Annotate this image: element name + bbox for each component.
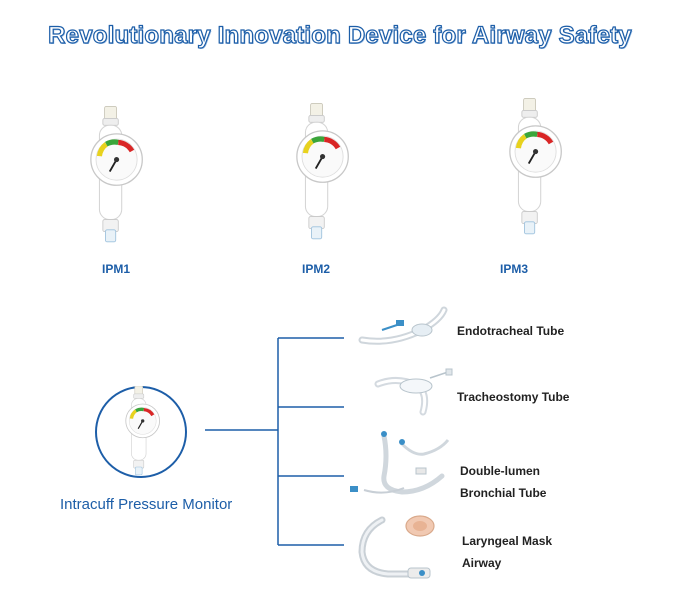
page-title: Revolutionary Innovation Device for Airw… <box>48 21 633 49</box>
tracheostomy-tube-image <box>374 368 453 416</box>
monitor-device-image <box>124 386 162 476</box>
tube-label-double-lumen-line2: Bronchial Tube <box>460 486 547 500</box>
model-label-ipm1: IPM1 <box>102 262 131 276</box>
endotracheal-tube-image <box>358 306 448 345</box>
model-label-ipm3: IPM3 <box>500 262 529 276</box>
tube-label-endotracheal: Endotracheal Tube <box>457 324 565 338</box>
monitor-label: Intracuff Pressure Monitor <box>60 496 233 513</box>
model-label-ipm2: IPM2 <box>302 262 331 276</box>
tube-label-double-lumen-line1: Double-lumen <box>460 464 540 478</box>
double-lumen-tube-image <box>350 431 450 495</box>
tube-label-tracheostomy: Tracheostomy Tube <box>457 390 570 404</box>
tube-label-laryngeal-line1: Laryngeal Mask <box>462 534 553 548</box>
tube-label-laryngeal-line2: Airway <box>462 556 502 570</box>
laryngeal-mask-image <box>358 515 435 579</box>
